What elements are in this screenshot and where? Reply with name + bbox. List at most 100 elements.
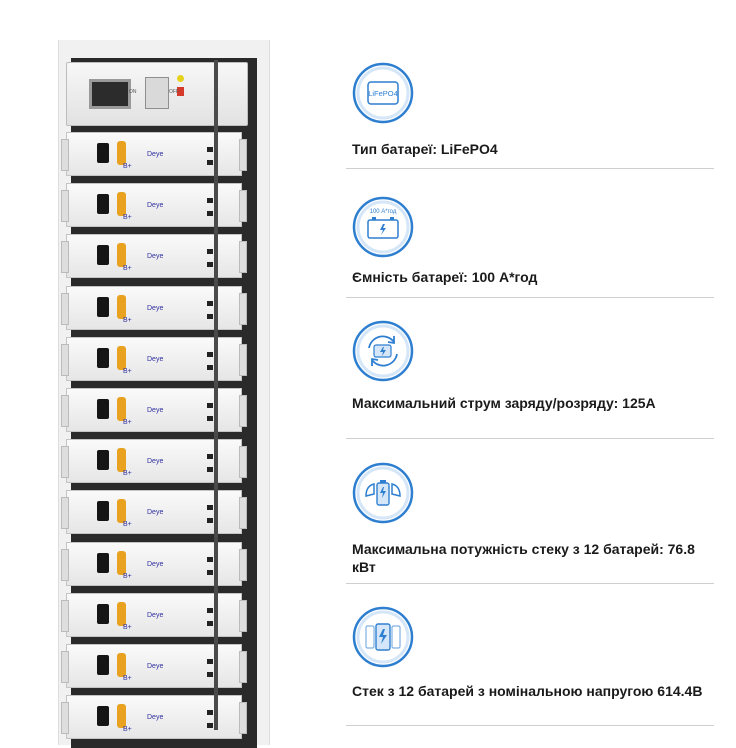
module-handle — [61, 343, 69, 376]
module-handle — [239, 292, 247, 325]
module-handle — [61, 599, 69, 632]
module-port — [207, 620, 213, 626]
lifepo4-chip-icon: LiFePO4 — [352, 62, 414, 124]
module-handle — [239, 599, 247, 632]
module-brand-label: Deye — [147, 253, 164, 261]
module-brand-label: Deye — [147, 304, 164, 312]
module-terminal-label: B+ — [123, 675, 132, 682]
module-port — [207, 262, 213, 268]
charge-cycle-icon — [352, 320, 414, 382]
power-plug — [97, 501, 109, 522]
module-port — [207, 147, 213, 152]
orange-connector — [117, 192, 126, 217]
module-port — [207, 556, 213, 562]
module-port — [207, 313, 213, 319]
power-plug — [97, 399, 109, 419]
orange-connector — [117, 653, 126, 677]
module-port — [207, 211, 213, 217]
spec-label: Максимальний струм заряду/розряду: 125А — [352, 395, 656, 411]
power-plug — [97, 143, 109, 163]
module-brand-label: Deye — [147, 151, 164, 158]
module-terminal-label: B+ — [123, 214, 132, 222]
power-plug — [97, 552, 109, 573]
orange-connector — [117, 550, 126, 575]
indicator-lamp-yellow — [177, 75, 184, 82]
battery-module: B+Deye — [61, 490, 247, 535]
power-plug — [97, 450, 109, 471]
power-plug — [97, 194, 109, 215]
icon-text-capacity: 100 А*год — [370, 209, 397, 215]
power-plug — [97, 655, 109, 675]
module-port — [207, 403, 213, 408]
divider — [346, 297, 714, 298]
controller-label-on: ON — [129, 89, 137, 95]
module-handle — [239, 497, 247, 530]
module-port — [207, 569, 213, 575]
module-brand-label: Deye — [147, 663, 164, 670]
orange-connector — [117, 243, 126, 268]
module-port — [207, 607, 213, 613]
module-brand-label: Deye — [147, 458, 164, 466]
module-handle — [61, 241, 69, 274]
module-handle — [61, 292, 69, 325]
icon-text-lifepo4: LiFePO4 — [368, 89, 398, 98]
battery-stack-icon — [352, 606, 414, 668]
module-port — [207, 300, 213, 306]
module-port — [207, 505, 213, 511]
power-plug — [97, 347, 109, 368]
module-terminal-label: B+ — [123, 726, 132, 734]
module-brand-label: Deye — [147, 407, 164, 414]
module-handle — [239, 190, 247, 223]
module-handle — [239, 548, 247, 581]
module-handle — [61, 446, 69, 479]
module-handle — [61, 651, 69, 683]
module-port — [207, 351, 213, 357]
orange-connector — [117, 601, 126, 626]
battery-capacity-icon: 100 А*год — [352, 196, 414, 258]
rack-cable — [214, 60, 218, 730]
module-port — [207, 672, 213, 677]
circuit-breaker — [145, 77, 169, 109]
battery-module: B+Deye — [61, 592, 247, 637]
power-battery-icon — [352, 462, 414, 524]
orange-connector — [117, 397, 126, 421]
indicator-lamp-red — [177, 87, 184, 96]
divider — [346, 168, 714, 169]
module-handle — [239, 241, 247, 274]
module-port — [207, 467, 213, 473]
module-port — [207, 710, 213, 716]
module-handle — [61, 190, 69, 223]
module-port — [207, 723, 213, 729]
battery-module: B+Deye — [61, 336, 247, 381]
battery-module: B+ Deye — [61, 132, 247, 176]
module-terminal-label: B+ — [123, 419, 132, 426]
orange-connector — [117, 345, 126, 370]
module-terminal-label: B+ — [123, 572, 132, 580]
module-terminal-label: B+ — [123, 470, 132, 478]
power-plug — [97, 245, 109, 266]
orange-connector — [117, 499, 126, 524]
battery-module: B+ Deye — [61, 388, 247, 432]
module-handle — [61, 702, 69, 735]
module-port — [207, 198, 213, 204]
controller-display — [89, 79, 131, 109]
orange-connector — [117, 294, 126, 319]
module-terminal-label: B+ — [123, 163, 132, 170]
module-port — [207, 160, 213, 165]
module-terminal-label: B+ — [123, 623, 132, 631]
module-terminal-label: B+ — [123, 521, 132, 529]
module-handle — [61, 395, 69, 427]
module-brand-label: Deye — [147, 560, 164, 568]
power-plug — [97, 603, 109, 624]
module-handle — [239, 343, 247, 376]
orange-connector — [117, 141, 126, 165]
module-brand-label: Deye — [147, 202, 164, 210]
battery-module: B+ Deye — [61, 541, 247, 586]
module-port — [207, 659, 213, 664]
power-plug — [97, 706, 109, 727]
divider — [346, 725, 714, 726]
module-handle — [239, 395, 247, 427]
battery-module: B+ Deye — [61, 183, 247, 228]
module-handle — [61, 548, 69, 581]
module-terminal-label: B+ — [123, 316, 132, 324]
